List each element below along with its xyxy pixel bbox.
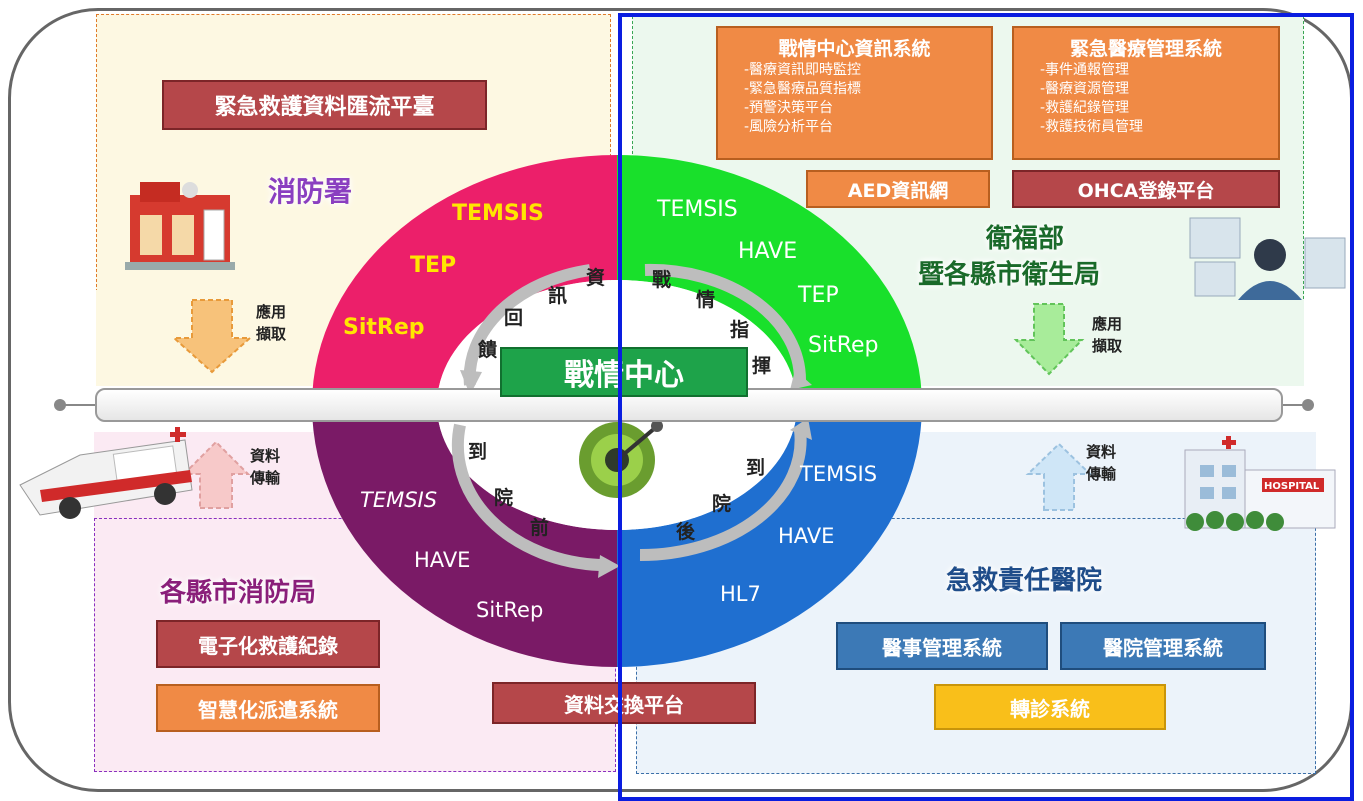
data-label-left: 資料: [250, 447, 281, 465]
inner-tl-char-1: 資: [586, 267, 606, 289]
ring-br-label-3: HL7: [720, 582, 761, 606]
hospital-label: 急救責任醫院: [946, 566, 1103, 596]
medical-affairs-system-box: 醫事管理系統: [836, 622, 1048, 670]
ring-br-label-2: HAVE: [778, 524, 835, 548]
data-label-right: 資料: [1086, 443, 1117, 461]
referral-system-box: 轉診系統: [934, 684, 1166, 730]
inner-br-char-3: 後: [676, 521, 696, 543]
war-room-title-box: 戰情中心: [500, 347, 748, 397]
inner-br-char-2: 院: [712, 493, 732, 515]
ring-bl-label-2: HAVE: [414, 548, 471, 572]
data-exchange-platform-box: 資料交換平台: [492, 682, 756, 724]
e-rescue-record-box: 電子化救護紀錄: [156, 620, 380, 668]
inner-bl-char-1: 到: [468, 441, 488, 463]
data-transfer-arrow-right: [1025, 442, 1093, 511]
center-ring: [312, 155, 922, 667]
war-room-system-item: -預警決策平台: [744, 100, 834, 116]
apply-extract-arrow-left: [171, 299, 253, 374]
apply-label-left: 應用: [256, 303, 287, 321]
ring-tl-label-2: TEP: [410, 253, 457, 278]
apply-extract-arrow-right: [1013, 303, 1085, 376]
data-transfer-arrow-left: [181, 440, 251, 509]
apply-label-right: 應用: [1092, 315, 1123, 333]
ohca-registry-box: OHCA登錄平台: [1012, 170, 1280, 208]
ambulance-icon: [19, 427, 193, 519]
war-room-system-item: -醫療資訊即時監控: [744, 62, 862, 78]
ring-tl-label-1: TEMSIS: [452, 201, 544, 226]
command-monitor-icon: [1189, 217, 1346, 300]
ring-tr-label-1: TEMSIS: [657, 197, 738, 222]
war-room-system-item: -緊急醫療品質指標: [744, 81, 862, 97]
hospital-management-system-box: 醫院管理系統: [1060, 622, 1266, 670]
emergency-medical-system-item: -救護技術員管理: [1040, 119, 1144, 135]
ring-tr-label-2: HAVE: [738, 239, 798, 264]
smart-dispatch-box: 智慧化派遣系統: [156, 684, 380, 732]
emergency-medical-system-item: -救護紀錄管理: [1040, 100, 1130, 116]
war-room-system-title: 戰情中心資訊系統: [778, 38, 931, 60]
extract-label-right: 擷取: [1092, 337, 1123, 355]
inner-tr-char-1: 戰: [652, 269, 672, 291]
emergency-medical-system-item: -醫療資源管理: [1040, 81, 1130, 97]
emergency-data-platform-box: 緊急救護資料匯流平臺: [162, 80, 487, 130]
ring-bl-label-1: TEMSIS: [360, 488, 438, 512]
health-ministry-label: 衛福部: [986, 224, 1065, 254]
bar-left-dot: [54, 399, 66, 411]
hospital-sign: HOSPITAL: [1264, 481, 1320, 492]
inner-tl-char-2: 訊: [548, 285, 568, 307]
fire-station-icon: [125, 182, 235, 270]
war-room-system-item: -風險分析平台: [744, 119, 834, 135]
emergency-medical-system-item: -事件通報管理: [1040, 62, 1130, 78]
inner-br-char-1: 到: [746, 457, 766, 479]
war-room-system-box: 戰情中心資訊系統 -醫療資訊即時監控 -緊急醫療品質指標 -預警決策平台 -風險…: [716, 26, 993, 160]
gauge-icon: [579, 420, 663, 498]
inner-tr-char-3: 指: [730, 319, 750, 341]
inner-bl-char-2: 院: [494, 487, 514, 509]
emergency-medical-system-title: 緊急醫療管理系統: [1069, 38, 1222, 60]
hospital-icon: [1184, 436, 1336, 531]
ring-br-label-1: TEMSIS: [800, 462, 878, 486]
ring-tl-label-3: SitRep: [343, 315, 425, 340]
ring-tr-label-4: SitRep: [808, 333, 879, 358]
inner-tl-char-3: 回: [504, 307, 524, 329]
bar-right-dot: [1302, 399, 1314, 411]
transfer-label-left: 傳輸: [250, 469, 281, 487]
ring-tr-label-3: TEP: [798, 283, 839, 308]
inner-tr-char-2: 情: [696, 289, 716, 311]
county-fire-label: 各縣市消防局: [160, 578, 317, 608]
ring-bl-label-3: SitRep: [476, 598, 544, 622]
extract-label-left: 擷取: [256, 325, 287, 343]
inner-tl-char-4: 饋: [478, 339, 498, 361]
health-bureau-label: 暨各縣市衛生局: [918, 260, 1101, 290]
inner-bl-char-3: 前: [530, 517, 550, 539]
emergency-medical-system-box: 緊急醫療管理系統 -事件通報管理 -醫療資源管理 -救護紀錄管理 -救護技術員管…: [1012, 26, 1280, 160]
inner-tr-char-4: 揮: [752, 355, 772, 377]
fire-agency-label: 消防署: [268, 175, 353, 208]
aed-network-box: AED資訊網: [806, 170, 990, 208]
transfer-label-right: 傳輸: [1086, 465, 1117, 483]
